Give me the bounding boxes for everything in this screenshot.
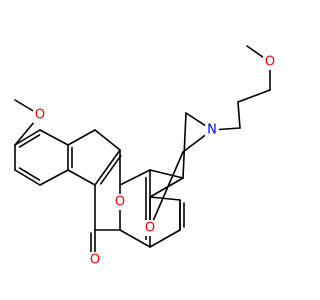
atom-label: O [90,253,100,268]
molecule-structure: O N O O O O [14,45,277,268]
bond-c1-c2 [237,89,271,103]
bond-c5-ox2 [149,151,184,229]
bond-c15-c8 [94,149,121,186]
atom-label: O [265,55,275,70]
atom-o-methoxy-phenyl: O [33,107,47,123]
atom-label: O [35,108,45,123]
bond-c15-c16 [67,169,96,186]
atom-o-carbonyl: O [88,252,102,268]
bond-c16-c19 [39,169,69,186]
bond-c6-c7 [149,177,184,198]
bond-c22-c17 [39,129,69,146]
atom-o-methoxy-top: O [263,54,277,70]
bond-c2-c3 [237,101,241,129]
atom-label: O [115,195,125,210]
bond-c21-c22 [14,129,41,146]
bond-c9-c10 [119,169,151,186]
bond-c14-c7 [149,196,181,201]
bond-c17-c18 [67,129,96,146]
atom-label-background [113,194,127,210]
atom-label-background [88,252,102,268]
atom-label-layer: O N O O O O [33,54,277,268]
atom-label: N [207,123,217,138]
atom-label-background [143,220,157,236]
atom-label: O [145,221,155,236]
bond-c18-c8 [94,129,121,151]
bond-layer [14,45,271,261]
atom-label-background [263,54,277,70]
atom-o-oxazine: O [143,220,157,236]
atom-o-pyran: O [113,194,127,210]
double-bond-line-c15-c8 [99,155,122,185]
double-bond-line-c21-c22 [18,134,41,148]
atom-n-ring: N [205,122,219,138]
atom-label-background [33,107,47,123]
atom-label-background [205,122,219,138]
bond-c11-c12 [119,229,151,248]
bond-c6-c9 [149,169,184,179]
bond-c12-c13 [149,229,181,248]
double-bond-line-c19-c20 [18,167,41,181]
bond-c19-c20 [14,169,41,186]
bond-c4-c6 [182,112,187,179]
